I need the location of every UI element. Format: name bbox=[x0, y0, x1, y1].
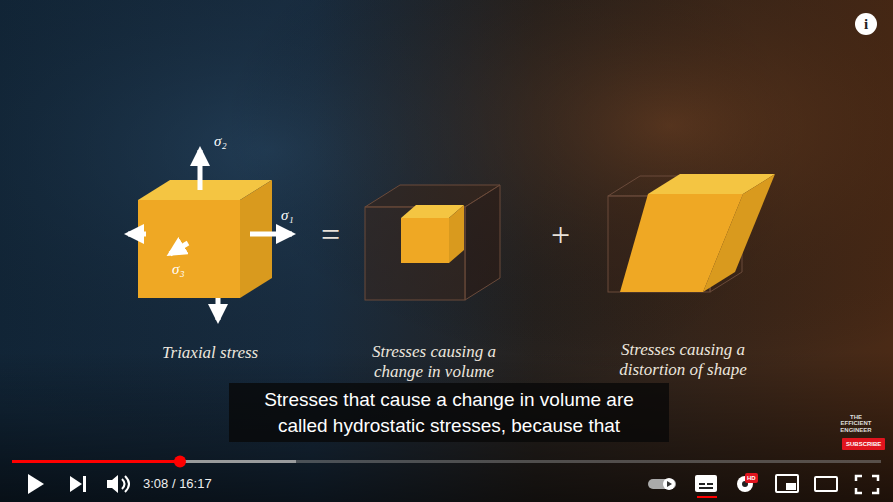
watermark: THE EFFICIENT ENGINEER bbox=[836, 414, 876, 433]
equals-sign: = bbox=[321, 215, 340, 256]
time-display: 3:08 / 16:17 bbox=[143, 476, 212, 492]
hd-badge-text: HD bbox=[747, 474, 756, 482]
volume-change-cube bbox=[365, 185, 500, 300]
subtitle-box: Stresses that cause a change in volume a… bbox=[229, 383, 669, 442]
player-controls bbox=[12, 456, 881, 499]
subscribe-badge-text: SUBSCRIBE bbox=[846, 440, 881, 448]
stress-symbol: σ₁ bbox=[281, 206, 294, 224]
panel-caption: Triaxial stress bbox=[162, 343, 258, 363]
info-icon-text: i bbox=[864, 14, 868, 34]
distortion-cube bbox=[608, 174, 775, 292]
stress-cube bbox=[128, 150, 292, 320]
panel-caption: Stresses causing a distortion of shape bbox=[597, 340, 769, 381]
info-icon: i bbox=[855, 13, 877, 35]
subtitle-box-text: Stresses that cause a change in volume a… bbox=[237, 387, 661, 438]
stress-symbol: σ₃ bbox=[172, 260, 185, 278]
hd-badge: HD bbox=[745, 473, 758, 483]
subscribe-badge: SUBSCRIBE bbox=[842, 438, 885, 450]
plus-sign: + bbox=[551, 215, 570, 256]
panel-caption: Stresses causing a change in volume bbox=[359, 342, 509, 383]
stress-symbol: σ₂ bbox=[214, 132, 227, 150]
